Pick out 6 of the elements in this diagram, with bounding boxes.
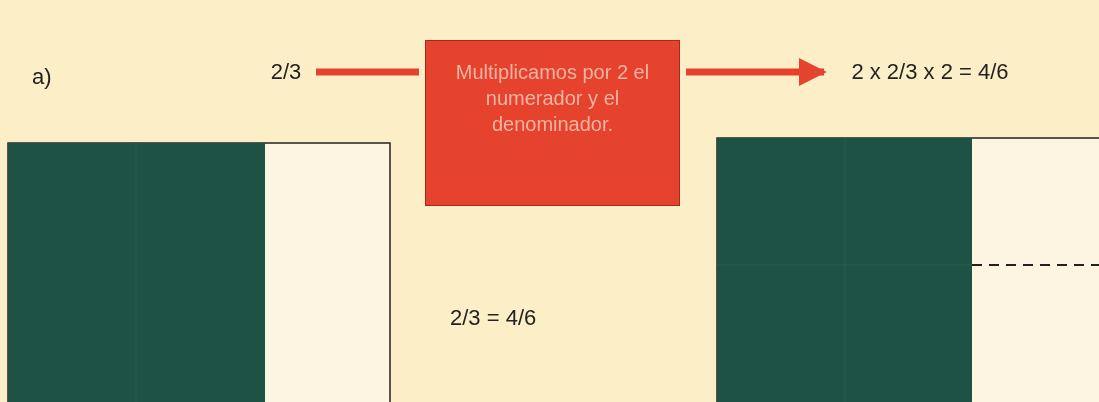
item-letter: a) [32,64,52,90]
fraction-expression: 2/3 [270,59,302,85]
process-box [425,40,680,206]
fraction-expression: 2 x 2/3 x 2 = 4/6 [851,59,1009,85]
fraction-equation: 2/3 = 4/6 [450,305,537,331]
box-text: Multiplicamos por 2 el numerador y el denominador. [454,60,651,137]
